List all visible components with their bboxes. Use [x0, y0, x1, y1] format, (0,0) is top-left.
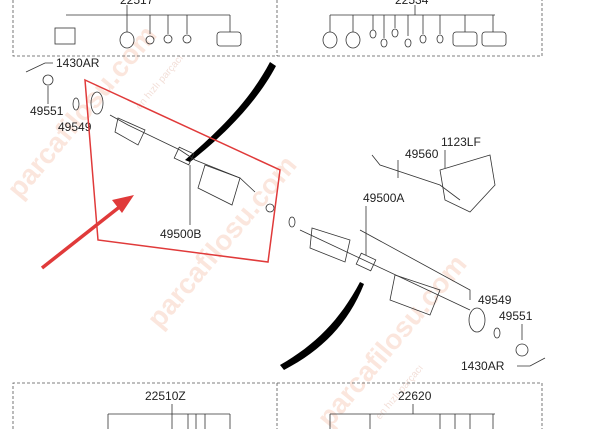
highlight-outline — [84, 78, 281, 263]
drive-shaft-left: 1430AR 49551 49549 49500B — [25, 56, 281, 263]
svg-text:49500A: 49500A — [363, 191, 404, 205]
svg-text:parcafilosu.com: parcafilosu.com — [1, 19, 163, 203]
svg-text:1430AR: 1430AR — [461, 359, 505, 373]
svg-text:22620: 22620 — [398, 389, 432, 403]
top-kit-box: 22517 22534 — [12, 0, 543, 57]
svg-text:22534: 22534 — [395, 0, 429, 7]
svg-text:49500B: 49500B — [160, 227, 201, 241]
cut-line — [185, 62, 276, 162]
bottom-kit-box: 22510Z 22620 — [12, 382, 543, 429]
svg-text:49549: 49549 — [478, 293, 512, 307]
svg-text:22517: 22517 — [120, 0, 154, 7]
drive-shaft-right: 1123LF 49560 49500A 49549 49551 1430AR — [288, 135, 546, 373]
svg-text:1123LF: 1123LF — [441, 135, 481, 149]
red-arrow-icon — [40, 195, 134, 270]
svg-text:49560: 49560 — [405, 147, 439, 161]
watermark: parcafilosu.com parcafilosu.com parcafil… — [1, 19, 473, 429]
svg-text:1430AR: 1430AR — [56, 56, 100, 70]
svg-text:49551: 49551 — [499, 309, 533, 323]
svg-text:22510Z: 22510Z — [145, 389, 186, 403]
svg-text:49551: 49551 — [30, 104, 64, 118]
svg-text:49549: 49549 — [58, 120, 92, 134]
cut-line — [280, 282, 364, 370]
